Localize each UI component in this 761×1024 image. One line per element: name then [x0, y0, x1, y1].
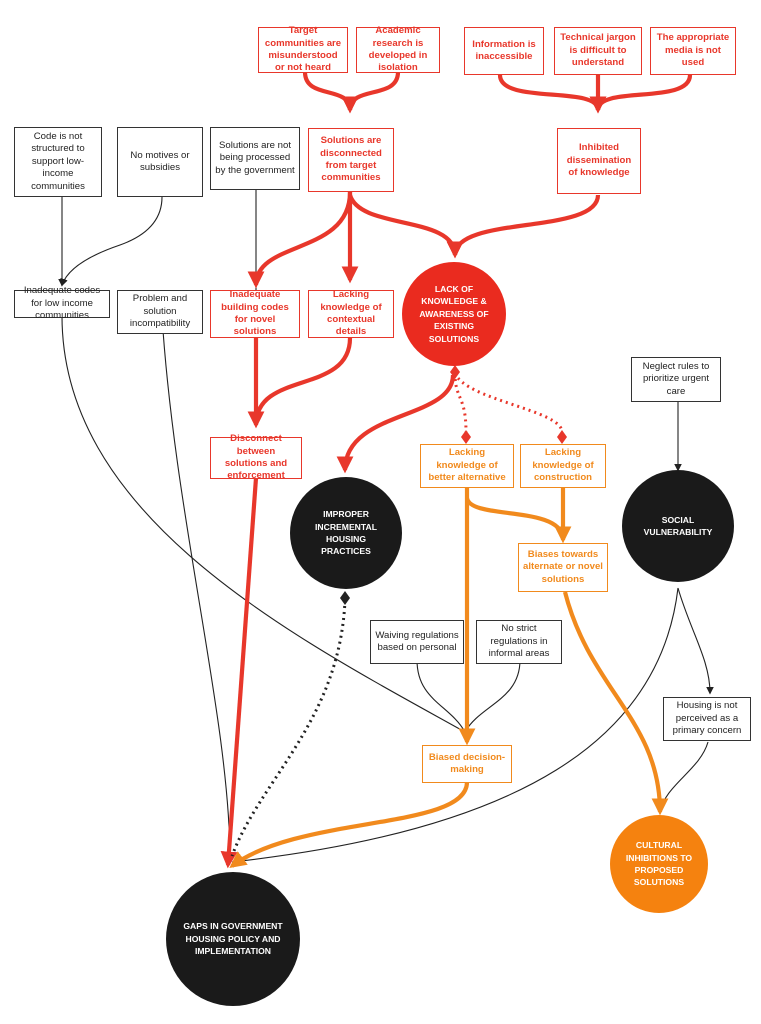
orange-connectors — [229, 488, 669, 869]
node-no-strict-regulations: No strict regulations in informal areas — [476, 620, 562, 664]
node-biases-alternate-solutions: Biases towards alternate or novel soluti… — [518, 543, 608, 592]
node-lacking-construction: Lacking knowledge of construction — [520, 444, 606, 488]
black-connectors — [58, 190, 714, 863]
node-appropriate-media: The appropriate media is not used — [650, 27, 736, 75]
node-housing-not-perceived: Housing is not perceived as a primary co… — [663, 697, 751, 741]
red-connectors — [220, 71, 693, 869]
node-lacking-better-alternative: Lacking knowledge of better alternative — [420, 444, 514, 488]
node-information-inaccessible: Information is inaccessible — [464, 27, 544, 75]
node-solutions-disconnected: Solutions are disconnected from target c… — [308, 128, 394, 192]
node-waiving-regulations: Waiving regulations based on personal — [370, 620, 464, 664]
node-neglect-rules: Neglect rules to prioritize urgent care — [631, 357, 721, 402]
node-no-motives: No motives or subsidies — [117, 127, 203, 197]
node-improper-incremental-practices: IMPROPER INCREMENTAL HOUSING PRACTICES — [290, 477, 402, 589]
node-academic-research: Academic research is developed in isolat… — [356, 25, 440, 73]
node-lacking-contextual-details: Lacking knowledge of contextual details — [308, 289, 394, 338]
node-biased-decision-making: Biased decision-making — [422, 745, 512, 783]
red-dotted-connectors — [453, 372, 564, 433]
node-technical-jargon: Technical jargon is difficult to underst… — [554, 27, 642, 75]
node-gaps-government-policy: GAPS IN GOVERNMENT HOUSING POLICY AND IM… — [166, 872, 300, 1006]
node-social-vulnerability: SOCIAL VULNERABILITY — [622, 470, 734, 582]
node-problem-solution-incompatibility: Problem and solution incompatibility — [117, 290, 203, 334]
node-inadequate-codes-low-income: Inadequate codes for low income communit… — [14, 285, 110, 321]
node-lack-of-knowledge-awareness: LACK OF KNOWLEDGE & AWARENESS OF EXISTIN… — [402, 262, 506, 366]
node-code-not-structured: Code is not structured to support low-in… — [14, 127, 102, 197]
black-dotted-connector — [230, 591, 350, 857]
node-disconnect-enforcement: Disconnect between solutions and enforce… — [210, 433, 302, 481]
red-diamonds — [450, 365, 567, 444]
node-inadequate-building-codes: Inadequate building codes for novel solu… — [210, 289, 300, 338]
node-target-communities: Target communities are misunderstood or … — [258, 25, 348, 73]
node-cultural-inhibitions: CULTURAL INHIBITIONS TO PROPOSED SOLUTIO… — [610, 815, 708, 913]
node-inhibited-dissemination: Inhibited dissemination of knowledge — [557, 128, 641, 194]
node-solutions-not-processed: Solutions are not being processed by the… — [210, 127, 300, 190]
